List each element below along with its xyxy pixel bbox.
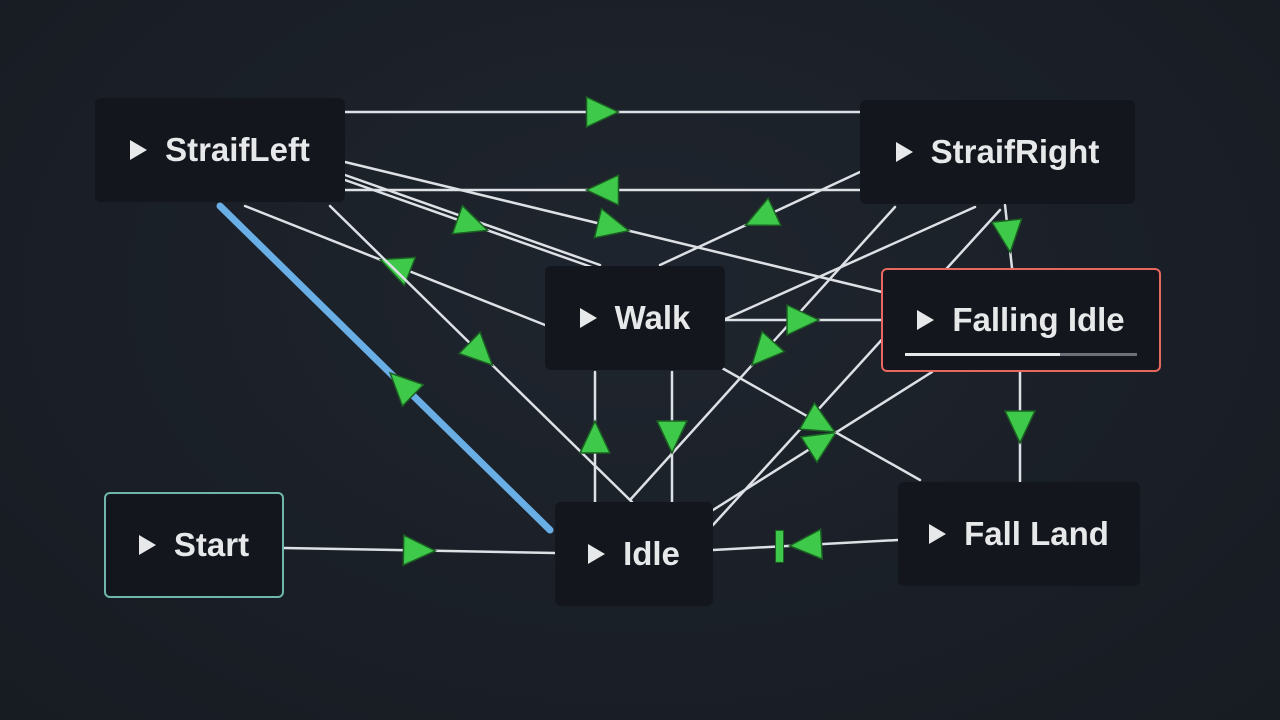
state-label: Idle — [623, 535, 680, 572]
transition-arrow-icon[interactable] — [457, 330, 494, 367]
play-icon — [917, 310, 935, 330]
transition-bar-icon — [775, 529, 785, 563]
state-progress-bar — [905, 353, 1137, 356]
play-icon — [579, 308, 597, 328]
play-icon — [130, 140, 148, 160]
play-icon — [138, 535, 156, 555]
state-label: StraifRight — [930, 133, 1100, 170]
transition-arrow-icon[interactable] — [584, 173, 620, 207]
transition-arrow-icon[interactable] — [798, 401, 837, 433]
state-node-walk[interactable]: Walk — [545, 266, 725, 370]
transition-arrow-icon[interactable] — [402, 534, 438, 567]
state-node-straif-right[interactable]: StraifRight — [860, 100, 1135, 204]
transition-arrow-icon[interactable] — [388, 371, 425, 408]
transition-arrow-icon[interactable] — [451, 204, 490, 235]
transition-line-extra[interactable] — [711, 208, 1002, 527]
state-label: Start — [173, 526, 250, 563]
transition-line-extra[interactable] — [721, 205, 977, 322]
state-label: Fall Land — [964, 515, 1109, 552]
state-node-idle[interactable]: Idle — [555, 502, 713, 606]
state-progress-fill — [905, 353, 1061, 356]
transition-arrow-icon[interactable] — [787, 527, 824, 561]
state-node-falling-idle[interactable]: Falling Idle — [881, 268, 1161, 372]
transition-arrow-icon[interactable] — [750, 330, 786, 367]
transition-arrow-icon[interactable] — [578, 419, 612, 454]
transition-line-idle-to-straif_left[interactable] — [216, 202, 554, 534]
state-node-start[interactable]: Start — [104, 492, 284, 598]
play-icon — [588, 544, 606, 564]
state-node-straif-left[interactable]: StraifLeft — [95, 98, 345, 202]
play-icon — [929, 524, 947, 544]
state-label: Walk — [614, 299, 691, 336]
transition-arrow-icon[interactable] — [655, 420, 689, 455]
transition-arrow-icon[interactable] — [786, 303, 821, 337]
transition-arrow-icon[interactable] — [593, 207, 631, 239]
transition-arrow-icon[interactable] — [743, 196, 783, 227]
play-icon — [895, 142, 913, 162]
transition-arrow-icon[interactable] — [585, 95, 621, 129]
transition-arrow-icon[interactable] — [799, 431, 838, 464]
state-label: StraifLeft — [165, 131, 310, 168]
state-label: Falling Idle — [952, 301, 1125, 338]
transition-arrow-icon[interactable] — [1003, 410, 1037, 445]
state-node-fall-land[interactable]: Fall Land — [898, 482, 1140, 586]
transition-arrow-icon[interactable] — [990, 218, 1023, 255]
